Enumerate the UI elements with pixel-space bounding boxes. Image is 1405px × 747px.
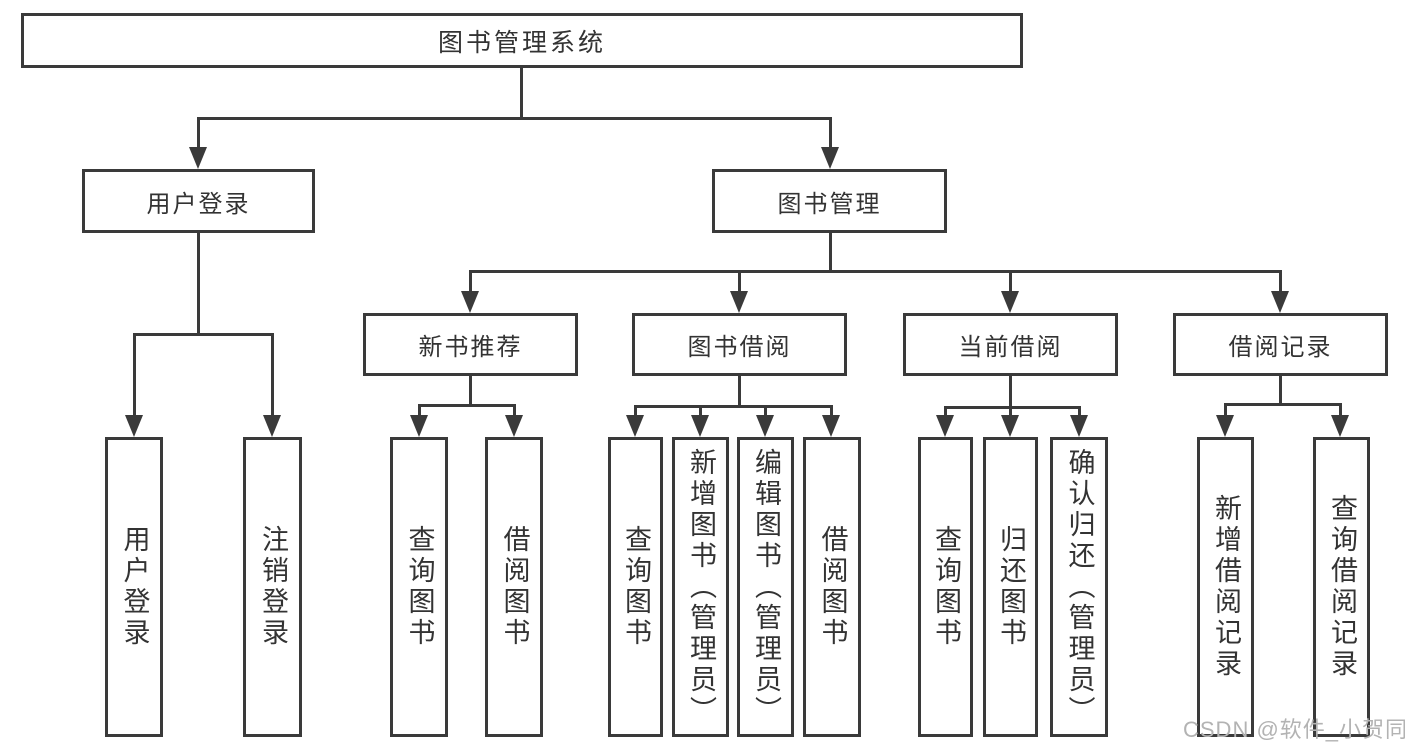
connector-mgmt-arm-1 bbox=[469, 270, 472, 292]
connector-current-arm-2 bbox=[1009, 406, 1012, 416]
node-label: 图书管理系统 bbox=[437, 28, 606, 57]
arrowhead-down-icon bbox=[1271, 291, 1289, 313]
arrowhead-down-icon bbox=[410, 415, 428, 437]
arrowhead-down-icon bbox=[1070, 415, 1088, 437]
node-new-book-recommend: 新书推荐 bbox=[363, 313, 578, 376]
leaf-user-login: 用户登录 bbox=[105, 437, 163, 737]
arrowhead-down-icon bbox=[1001, 291, 1019, 313]
node-book-management: 图书管理 bbox=[712, 169, 947, 233]
leaf-borrow-books: 借阅图书 bbox=[803, 437, 861, 737]
leaf-query-books-recommend: 查询图书 bbox=[390, 437, 448, 737]
connector-records-stem bbox=[1279, 376, 1282, 406]
node-user-login: 用户登录 bbox=[82, 169, 315, 233]
node-label: 新增借阅记录 bbox=[1211, 494, 1241, 680]
connector-login-stem bbox=[197, 233, 200, 336]
connector-recommend-rail bbox=[418, 404, 516, 407]
connector-current-arm-1 bbox=[944, 406, 947, 416]
connector-mgmt-rail bbox=[469, 270, 1282, 273]
leaf-query-borrow-record: 查询借阅记录 bbox=[1313, 437, 1370, 737]
node-label: 借阅记录 bbox=[1228, 334, 1333, 361]
node-label: 查询借阅记录 bbox=[1327, 494, 1357, 680]
connector-records-arm-right bbox=[1339, 403, 1342, 416]
node-borrow-records: 借阅记录 bbox=[1173, 313, 1388, 376]
connector-borrow-stem bbox=[738, 376, 741, 408]
connector-borrow-arm-2 bbox=[699, 405, 702, 416]
arrowhead-down-icon bbox=[505, 415, 523, 437]
leaf-return-books: 归还图书 bbox=[983, 437, 1038, 737]
node-label: 归还图书 bbox=[996, 525, 1026, 649]
node-label: 查询图书 bbox=[404, 525, 435, 649]
node-label: 新增图书（管理员） bbox=[686, 447, 716, 727]
leaf-add-borrow-record: 新增借阅记录 bbox=[1197, 437, 1254, 737]
connector-mgmt-arm-3 bbox=[1009, 270, 1012, 292]
connector-borrow-rail bbox=[634, 405, 833, 408]
connector-root-rail bbox=[197, 117, 832, 120]
watermark: CSDN @软件_小贺同学 bbox=[1183, 717, 1405, 742]
node-label: 编辑图书（管理员） bbox=[751, 447, 781, 727]
connector-recommend-arm-right bbox=[513, 404, 516, 416]
node-label: 确认归还（管理员） bbox=[1064, 447, 1095, 727]
arrowhead-down-icon bbox=[821, 147, 839, 169]
arrowhead-down-icon bbox=[1216, 415, 1234, 437]
node-label: 新书推荐 bbox=[418, 334, 523, 361]
node-label: 注销登录 bbox=[258, 525, 288, 649]
arrowhead-down-icon bbox=[125, 415, 143, 437]
leaf-confirm-return-admin: 确认归还（管理员） bbox=[1050, 437, 1108, 737]
node-label: 查询图书 bbox=[621, 525, 651, 649]
connector-login-arm-left bbox=[133, 333, 136, 416]
connector-records-arm-left bbox=[1224, 403, 1227, 416]
arrowhead-down-icon bbox=[730, 291, 748, 313]
leaf-borrow-books-recommend: 借阅图书 bbox=[485, 437, 543, 737]
connector-root-arm-right bbox=[829, 117, 832, 148]
arrowhead-down-icon bbox=[691, 415, 709, 437]
node-label: 图书借阅 bbox=[687, 334, 792, 361]
arrowhead-down-icon bbox=[822, 415, 840, 437]
leaf-edit-books-admin: 编辑图书（管理员） bbox=[737, 437, 794, 737]
connector-root-arm-left bbox=[197, 117, 200, 148]
connector-mgmt-stem bbox=[829, 233, 832, 273]
node-label: 借阅图书 bbox=[817, 525, 848, 649]
node-label: 当前借阅 bbox=[958, 334, 1063, 361]
connector-login-rail bbox=[133, 333, 274, 336]
arrowhead-down-icon bbox=[626, 415, 644, 437]
node-current-borrow: 当前借阅 bbox=[903, 313, 1118, 376]
arrowhead-down-icon bbox=[189, 147, 207, 169]
connector-current-stem bbox=[1009, 376, 1012, 409]
connector-borrow-arm-3 bbox=[764, 405, 767, 416]
leaf-query-books-borrow: 查询图书 bbox=[608, 437, 663, 737]
node-library-management-system: 图书管理系统 bbox=[21, 13, 1023, 68]
node-label: 查询图书 bbox=[931, 525, 961, 649]
connector-borrow-arm-1 bbox=[634, 405, 637, 416]
connector-mgmt-arm-2 bbox=[738, 270, 741, 292]
node-label: 用户登录 bbox=[146, 190, 251, 218]
connector-login-arm-right bbox=[271, 333, 274, 416]
arrowhead-down-icon bbox=[263, 415, 281, 437]
leaf-logout: 注销登录 bbox=[243, 437, 302, 737]
node-book-borrow: 图书借阅 bbox=[632, 313, 847, 376]
node-label: 用户登录 bbox=[119, 525, 150, 649]
arrowhead-down-icon bbox=[756, 415, 774, 437]
node-label: 图书管理 bbox=[777, 190, 882, 218]
connector-root-stem bbox=[520, 68, 523, 118]
leaf-query-books-current: 查询图书 bbox=[918, 437, 973, 737]
arrowhead-down-icon bbox=[1001, 415, 1019, 437]
connector-recommend-stem bbox=[469, 376, 472, 407]
arrowhead-down-icon bbox=[1331, 415, 1349, 437]
arrowhead-down-icon bbox=[461, 291, 479, 313]
node-label: 借阅图书 bbox=[499, 525, 530, 649]
arrowhead-down-icon bbox=[936, 415, 954, 437]
connector-records-rail bbox=[1224, 403, 1342, 406]
connector-current-arm-3 bbox=[1078, 406, 1081, 416]
connector-current-rail bbox=[944, 406, 1081, 409]
connector-borrow-arm-4 bbox=[830, 405, 833, 416]
connector-recommend-arm-left bbox=[418, 404, 421, 416]
connector-mgmt-arm-4 bbox=[1279, 270, 1282, 292]
leaf-add-books-admin: 新增图书（管理员） bbox=[672, 437, 729, 737]
